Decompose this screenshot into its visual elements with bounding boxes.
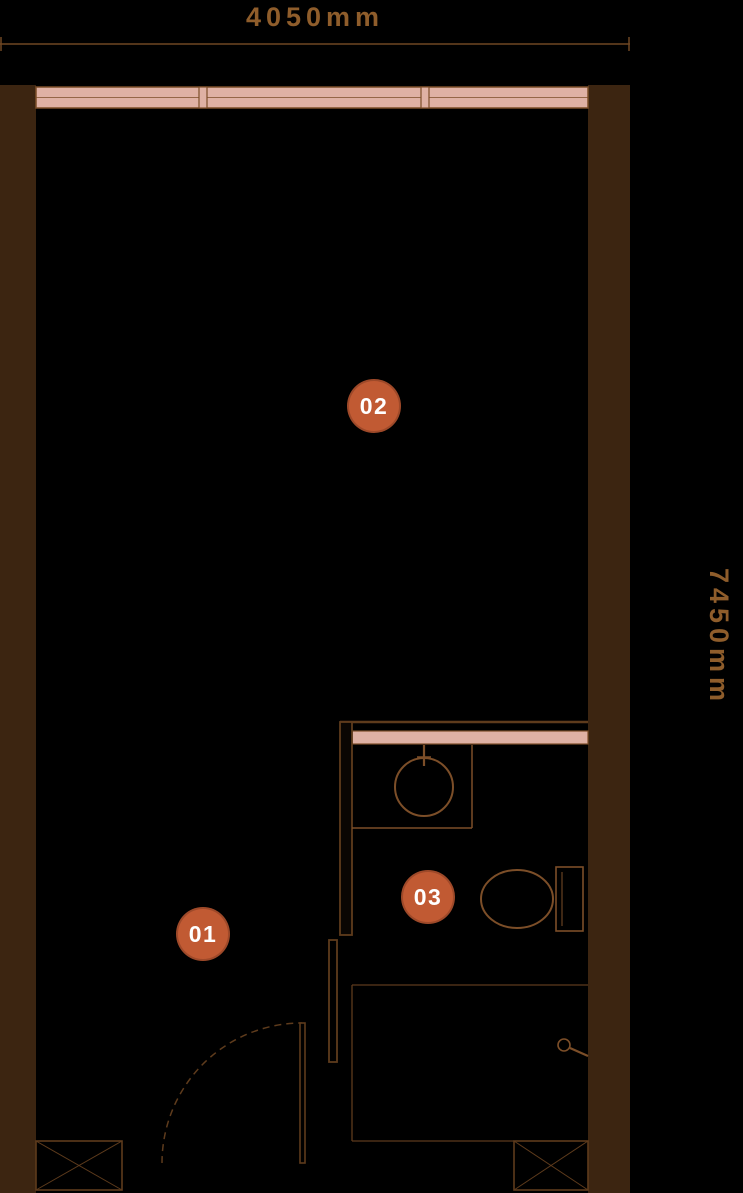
right-wall [588,85,630,1193]
left-wall [0,85,36,1193]
window-band-icon [35,86,589,109]
marker-01[interactable]: 01 [176,907,230,961]
window-mullion [198,86,208,109]
shower-valve-icon [557,1038,589,1058]
bathroom-door-leaf [328,939,338,1063]
sink-basin-icon [394,745,454,817]
width-dimension-label: 4050mm [245,2,385,32]
marker-02[interactable]: 02 [347,379,401,433]
marker-03[interactable]: 03 [401,870,455,924]
bathroom-walls [339,720,589,936]
entry-door [161,1022,306,1164]
entry-door-leaf [299,1022,306,1164]
entry-door-swing-arc [161,1022,303,1164]
shower-area [351,984,588,1142]
window-mullion [420,86,430,109]
hatched-column-right [513,1140,589,1191]
hatched-column-left [35,1140,123,1191]
dimension-line-top [0,37,630,51]
vanity-counter [352,745,473,829]
toilet-icon [480,866,584,932]
